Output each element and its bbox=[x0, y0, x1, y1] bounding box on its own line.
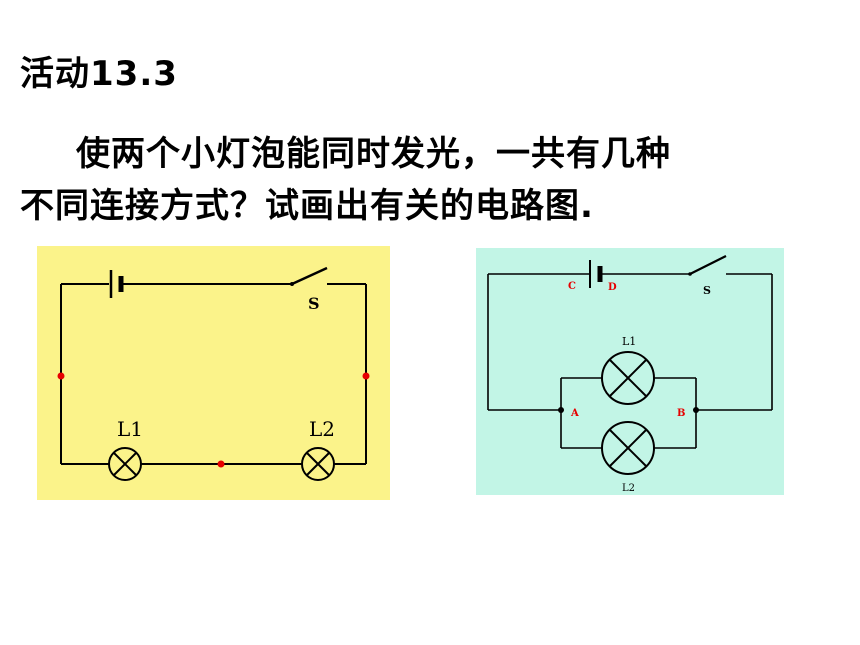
switch-pivot bbox=[290, 282, 294, 286]
battery-label-c: C bbox=[568, 281, 576, 292]
parallel-circuit-background bbox=[476, 248, 784, 495]
switch-label: S bbox=[703, 284, 711, 297]
battery-icon bbox=[589, 260, 603, 288]
series-circuit-background bbox=[37, 246, 390, 500]
battery-label-d: D bbox=[608, 282, 617, 293]
slide-title: 活动13.3 bbox=[20, 54, 178, 94]
switch-pivot bbox=[688, 272, 692, 276]
junction-dot-left bbox=[57, 372, 65, 380]
switch-label: S bbox=[308, 294, 320, 313]
switch-lever bbox=[291, 266, 328, 286]
parallel-circuit-diagram: C D S L1 L2 A B bbox=[476, 248, 784, 495]
lamp-l1-label: L1 bbox=[622, 335, 636, 348]
lamp-l2-label: L2 bbox=[622, 483, 635, 494]
lamp-l1-icon bbox=[601, 351, 655, 405]
junction-dot-right bbox=[362, 372, 370, 380]
junction-dot-bottom bbox=[217, 460, 225, 468]
series-circuit-diagram: S L1 L2 bbox=[37, 246, 390, 500]
switch-lever bbox=[689, 255, 727, 275]
battery-icon bbox=[109, 270, 124, 298]
lamp-l2-icon bbox=[301, 447, 335, 481]
lamp-l2-icon bbox=[601, 421, 655, 475]
lamp-l1-icon bbox=[108, 447, 142, 481]
node-a-label: A bbox=[570, 408, 579, 419]
node-b-dot bbox=[693, 407, 699, 413]
lamp-l2-label: L2 bbox=[309, 417, 335, 441]
question-line-2: 不同连接方式？试画出有关的电路图. bbox=[20, 186, 594, 226]
lamp-l1-label: L1 bbox=[117, 417, 143, 441]
question-line-1: 使两个小灯泡能同时发光，一共有几种 bbox=[76, 134, 671, 174]
node-a-dot bbox=[558, 407, 564, 413]
node-b-label: B bbox=[677, 408, 685, 419]
